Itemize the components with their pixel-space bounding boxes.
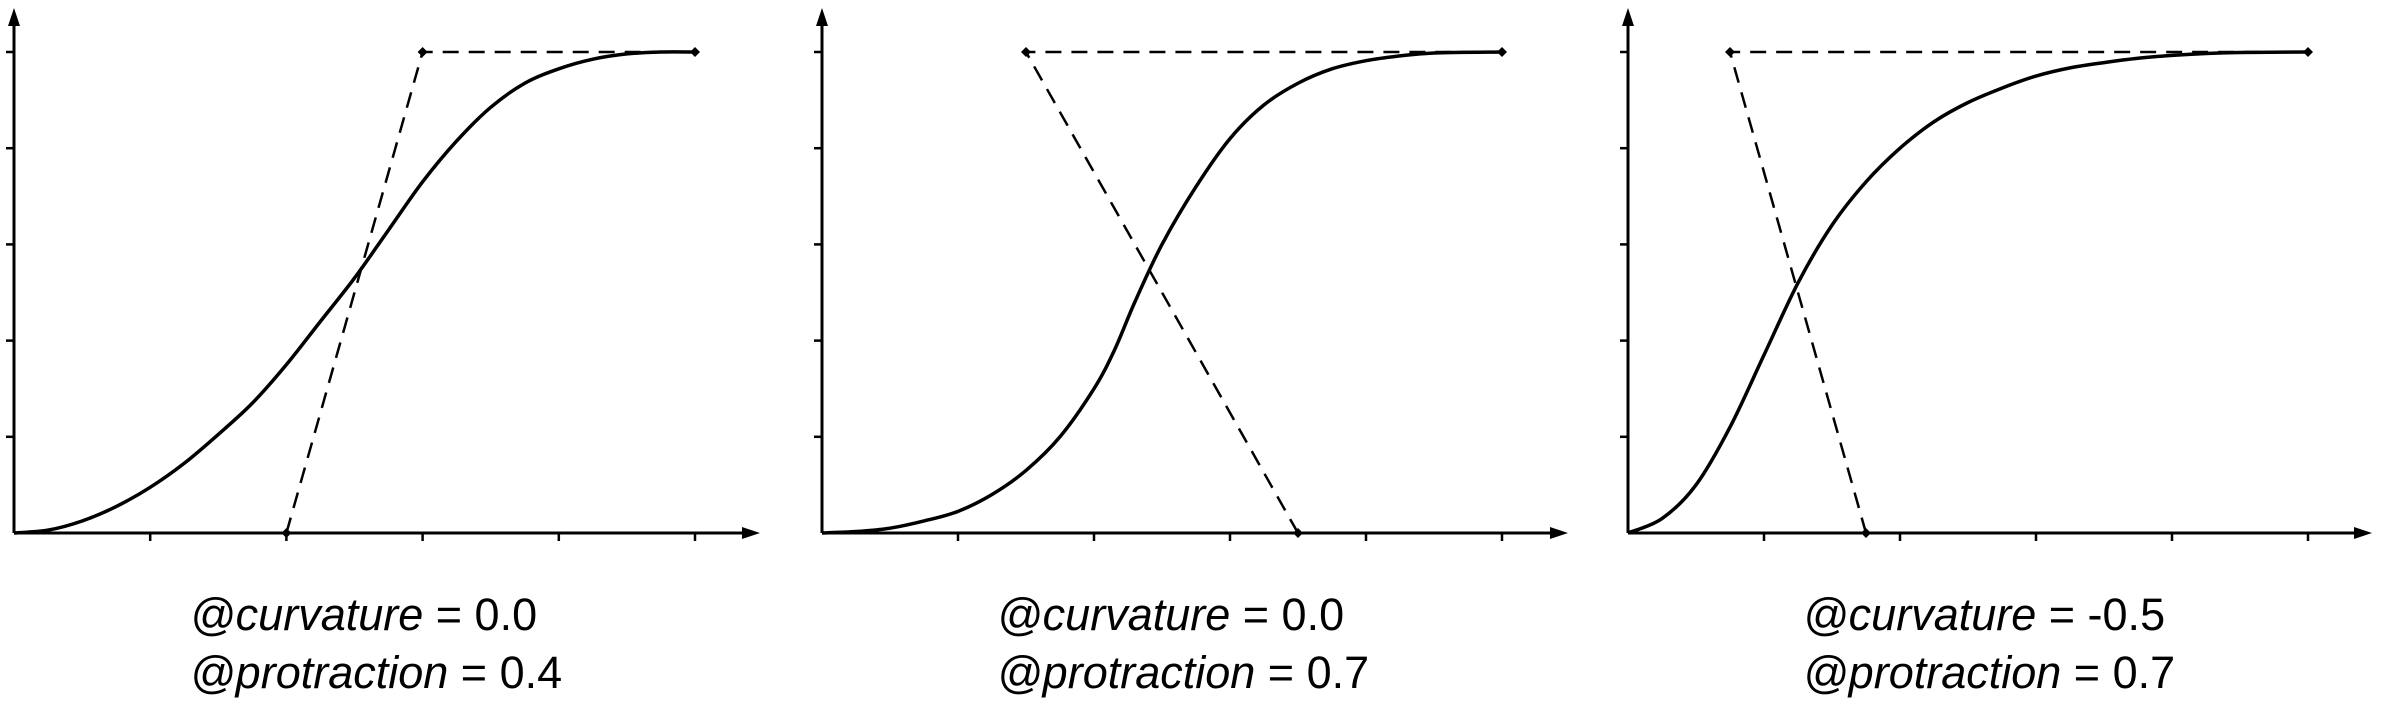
control-point-marker [1021, 47, 1031, 57]
control-polygon-line [1023, 50, 1502, 534]
x-axis-arrow [742, 527, 760, 539]
control-polygon-line [1728, 50, 2308, 534]
y-axis-arrow [8, 8, 20, 26]
control-point-marker [281, 528, 292, 538]
protraction-label: @protraction = 0.7 [1803, 647, 2175, 698]
chart-panel-2: @curvature = 0.0 @protraction = 0.7 [814, 8, 1568, 698]
y-axis-arrow [816, 8, 828, 26]
control-point-marker [1725, 47, 1735, 57]
x-axis-arrow [2354, 527, 2372, 539]
control-polygon-line [285, 50, 695, 534]
curvature-label: @curvature = 0.0 [190, 589, 537, 640]
protraction-name: @protraction [997, 647, 1255, 698]
control-point-marker [417, 47, 428, 57]
protraction-value: = 0.4 [448, 647, 562, 698]
control-point-marker [1861, 528, 1871, 538]
chart-panel-1: @curvature = 0.0 @protraction = 0.4 [6, 8, 760, 698]
y-axis-arrow [1622, 8, 1634, 26]
curve-series-line [1627, 50, 2309, 535]
curvature-name: @curvature [190, 589, 423, 640]
protraction-label: @protraction = 0.7 [997, 647, 1369, 698]
curvature-label: @curvature = 0.0 [997, 589, 1344, 640]
curvature-value: = 0.0 [1230, 589, 1344, 640]
control-point-marker [1293, 528, 1303, 538]
curvature-name: @curvature [1803, 589, 2036, 640]
curvature-value: = 0.0 [423, 589, 537, 640]
protraction-label: @protraction = 0.4 [190, 647, 562, 698]
protraction-value: = 0.7 [2061, 647, 2175, 698]
chart-panel-3: @curvature = -0.5 @protraction = 0.7 [1620, 8, 2372, 698]
protraction-value: = 0.7 [1255, 647, 1369, 698]
curve-series-line [13, 50, 696, 535]
curve-series-line [821, 50, 1503, 535]
curvature-value: = -0.5 [2036, 589, 2165, 640]
x-axis-arrow [1550, 527, 1568, 539]
curvature-name: @curvature [997, 589, 1230, 640]
protraction-name: @protraction [190, 647, 448, 698]
curvature-label: @curvature = -0.5 [1803, 589, 2165, 640]
protraction-name: @protraction [1803, 647, 2061, 698]
